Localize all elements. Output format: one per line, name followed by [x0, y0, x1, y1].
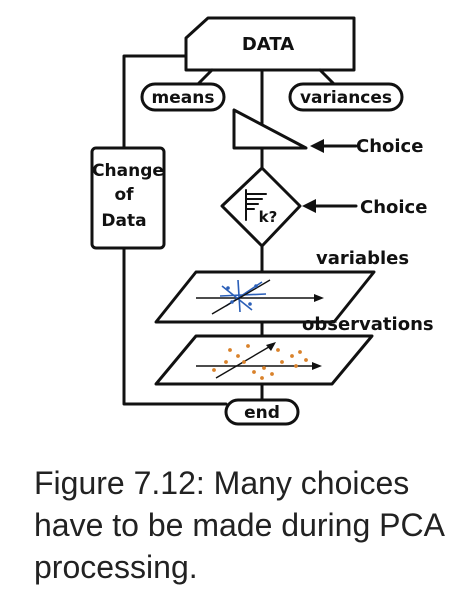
figure-caption: Figure 7.12: Many choices have to be mad… [34, 465, 444, 585]
change-label-line1: Change [92, 161, 164, 181]
variables-plane [154, 270, 376, 324]
end-pill [224, 398, 300, 426]
data-box [184, 16, 356, 72]
change-label-line3: Data [101, 211, 146, 231]
end-label: end [244, 403, 280, 423]
choice-arrowhead-1 [310, 139, 324, 153]
means-pill [140, 82, 226, 112]
choice-arrowhead-2 [302, 199, 316, 213]
observations-scatter [212, 344, 308, 380]
choice-label-2: Choice [360, 197, 427, 218]
variances-pill [288, 82, 404, 112]
pca-flowchart: DATA means variances Change of Data Choi… [90, 16, 434, 426]
observations-label: observations [302, 314, 434, 335]
change-label-line2: of [114, 185, 134, 205]
scaling-triangle [232, 108, 308, 150]
observations-plane [154, 334, 374, 386]
variances-label: variances [300, 88, 392, 108]
data-box-label: DATA [242, 34, 294, 55]
choice-label-1: Choice [356, 136, 423, 157]
variables-biplot [211, 279, 271, 315]
variables-label: variables [316, 248, 409, 269]
means-label: means [152, 88, 215, 108]
change-of-data-box [90, 146, 166, 250]
k-decision-diamond [220, 166, 302, 248]
k-label: k? [259, 208, 278, 226]
